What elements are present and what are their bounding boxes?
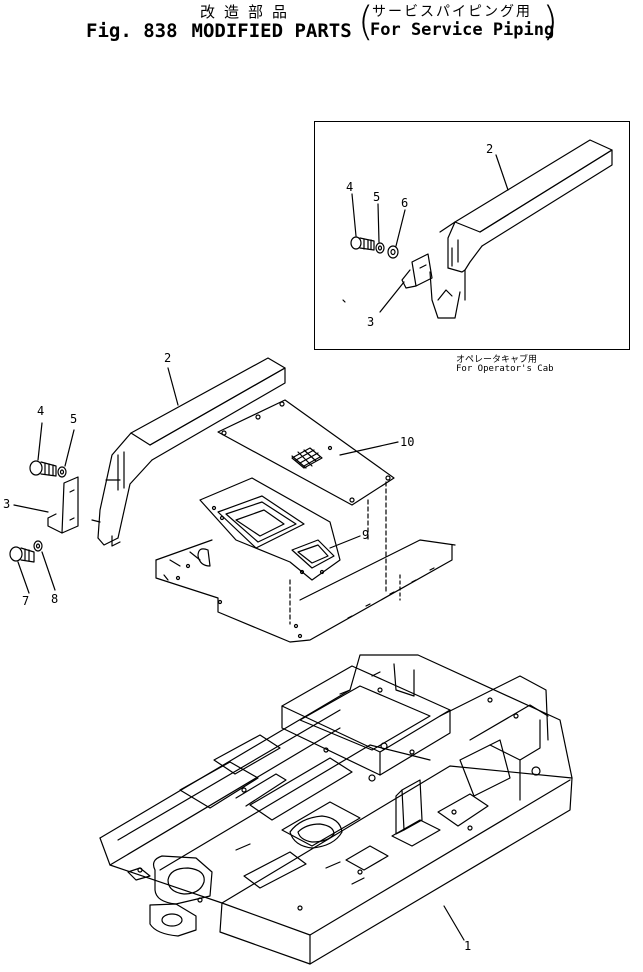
cover-plate-10 bbox=[218, 400, 394, 505]
inset-caption-japanese: オペレータキャブ用 bbox=[456, 355, 538, 365]
title-japanese: 改造部品 bbox=[200, 3, 297, 21]
callout-1: 1 bbox=[464, 939, 472, 953]
callout-3: 3 bbox=[3, 497, 11, 511]
washer-5 bbox=[58, 467, 66, 477]
callout-inset-6: 6 bbox=[401, 196, 409, 210]
callout-inset-5: 5 bbox=[373, 190, 381, 204]
main-leader-lines bbox=[14, 368, 464, 940]
bolt-7 bbox=[10, 547, 34, 562]
inset-bracket bbox=[402, 254, 432, 288]
variant-english: For Service Piping bbox=[370, 20, 555, 40]
revolving-frame-1 bbox=[100, 655, 572, 964]
figure-title: Fig. 838 MODIFIED PARTS bbox=[86, 20, 352, 42]
variant-japanese: サービスパイピング用 bbox=[372, 4, 532, 20]
callout-inset-4: 4 bbox=[346, 180, 354, 194]
inset-detail-box bbox=[314, 121, 630, 350]
inset-washer-5 bbox=[376, 243, 384, 253]
right-paren-icon: ) bbox=[542, 0, 558, 45]
inset-leader-lines bbox=[343, 155, 508, 312]
callout-inset-2: 2 bbox=[486, 142, 494, 156]
bracket-3 bbox=[48, 477, 78, 533]
washer-8 bbox=[34, 541, 42, 551]
inset-washer-6 bbox=[388, 246, 398, 258]
variant-bracket: ( ) bbox=[358, 2, 558, 42]
callout-4: 4 bbox=[37, 404, 45, 418]
title-english: MODIFIED PARTS bbox=[191, 20, 352, 42]
callout-7: 7 bbox=[22, 594, 30, 608]
callout-2: 2 bbox=[164, 351, 172, 365]
callout-8: 8 bbox=[51, 592, 59, 606]
callout-5: 5 bbox=[70, 412, 78, 426]
floor-frame-9 bbox=[198, 478, 340, 580]
inset-caption-english: For Operator's Cab bbox=[456, 364, 554, 374]
rail-cover-2 bbox=[92, 358, 285, 546]
floor-plate bbox=[156, 482, 455, 642]
callout-inset-3: 3 bbox=[367, 315, 375, 329]
bolt-4 bbox=[30, 461, 56, 476]
left-paren-icon: ( bbox=[358, 0, 374, 45]
inset-bolt bbox=[351, 237, 374, 250]
callout-10: 10 bbox=[400, 435, 415, 449]
callout-9: 9 bbox=[362, 528, 370, 542]
figure-number: Fig. 838 bbox=[86, 20, 178, 42]
inset-rail-cover bbox=[430, 140, 612, 318]
